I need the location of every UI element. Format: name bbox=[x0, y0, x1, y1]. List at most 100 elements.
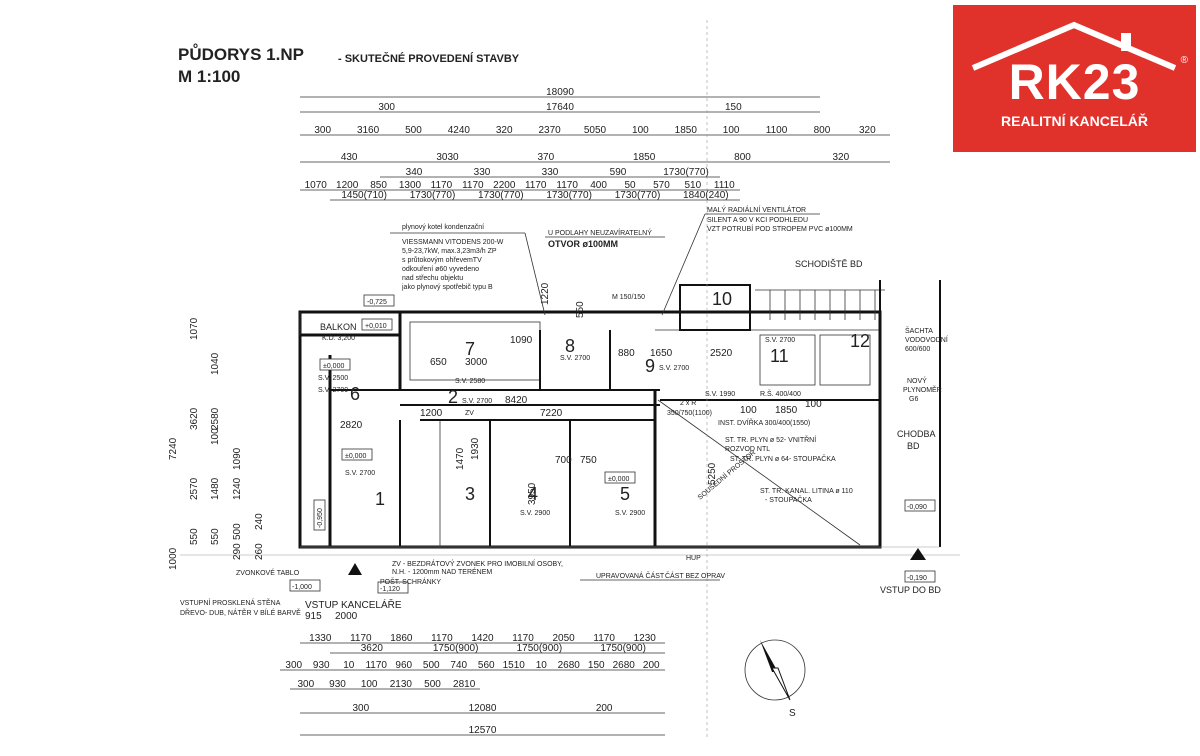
svg-text:2 x R: 2 x R bbox=[680, 400, 696, 407]
svg-text:POŠT. SCHRÁNKY: POŠT. SCHRÁNKY bbox=[380, 577, 441, 586]
dimension-value: 290 bbox=[232, 543, 243, 560]
dimension-value: 2200 bbox=[493, 180, 516, 191]
svg-text:880: 880 bbox=[618, 348, 635, 359]
dimension-value: 930 bbox=[313, 660, 330, 671]
dimension-value: 1750(900) bbox=[517, 643, 563, 654]
dimension-value: 300 bbox=[378, 102, 395, 113]
dimension-value: 560 bbox=[478, 660, 495, 671]
dimension-value: 1230 bbox=[634, 633, 657, 644]
svg-text:BALKON: BALKON bbox=[320, 322, 357, 332]
svg-text:ST. TR. PLYN ø 64- STOUPAČKA: ST. TR. PLYN ø 64- STOUPAČKA bbox=[730, 454, 836, 463]
registered-mark: ® bbox=[1180, 55, 1188, 66]
svg-text:700: 700 bbox=[555, 455, 572, 466]
room-number: 9 bbox=[645, 356, 655, 376]
room-number: 12 bbox=[850, 331, 870, 351]
dimension-value: 1170 bbox=[462, 180, 484, 191]
svg-text:1470: 1470 bbox=[455, 447, 466, 470]
dimension-value: 500 bbox=[405, 125, 422, 136]
dimension-value: 1170 bbox=[365, 660, 387, 671]
svg-text:s průtokovým ohřevemTV: s průtokovým ohřevemTV bbox=[402, 256, 482, 264]
svg-text:-0,950: -0,950 bbox=[317, 508, 324, 528]
dimension-value: 10 bbox=[343, 660, 355, 671]
room-height: S.V. 2700 bbox=[560, 355, 590, 362]
entry-bd-arrow-icon bbox=[910, 548, 926, 560]
dimension-value: 3620 bbox=[361, 643, 384, 654]
dimension-value: 370 bbox=[537, 152, 554, 163]
dimension-value: 150 bbox=[588, 660, 605, 671]
dimension-value: 200 bbox=[643, 660, 660, 671]
room-number: 7 bbox=[465, 339, 475, 359]
svg-text:N.H. - 1200mm NAD TERÉNEM: N.H. - 1200mm NAD TERÉNEM bbox=[392, 567, 492, 576]
dimension-value: 2580 bbox=[210, 407, 221, 430]
svg-text:VZT POTRUBÍ POD STROPEM PVC ø1: VZT POTRUBÍ POD STROPEM PVC ø100MM bbox=[707, 224, 853, 233]
svg-text:2820: 2820 bbox=[340, 420, 363, 431]
svg-text:nad střechu objektu: nad střechu objektu bbox=[402, 275, 463, 282]
dimension-value: 12570 bbox=[469, 725, 497, 736]
svg-text:UPRAVOVANÁ ČÁST: UPRAVOVANÁ ČÁST bbox=[596, 571, 665, 580]
dimension-value: 570 bbox=[653, 180, 670, 191]
dimension-value: 1480 bbox=[210, 477, 221, 500]
room-height: S.V. 2700 bbox=[345, 470, 375, 477]
compass-icon: S bbox=[744, 639, 806, 719]
dimension-value: 1420 bbox=[471, 633, 494, 644]
annotations: plynový kotel kondenzační VIESSMANN VITO… bbox=[180, 205, 948, 622]
dimension-value: 100 bbox=[632, 125, 649, 136]
room-height: S.V. 2700 bbox=[318, 387, 348, 394]
room-labels: 1 S.V. 2700 2 S.V. 2700 3 4 S.V. 2900 5 … bbox=[318, 289, 870, 517]
svg-text:ZVONKOVÉ TABLO: ZVONKOVÉ TABLO bbox=[236, 568, 300, 577]
svg-text:K.D. 3,200: K.D. 3,200 bbox=[322, 335, 355, 342]
dimension-value: 800 bbox=[814, 125, 831, 136]
dimension-value: 1750(900) bbox=[600, 643, 646, 654]
dimension-value: 12080 bbox=[469, 703, 497, 714]
room-height: S.V. 2900 bbox=[520, 510, 550, 517]
svg-text:odkouření ø60 vyvedeno: odkouření ø60 vyvedeno bbox=[402, 266, 479, 273]
svg-text:1200: 1200 bbox=[420, 408, 443, 419]
logo-brand: RK23 bbox=[1008, 54, 1141, 110]
dimension-value: 1300 bbox=[399, 180, 422, 191]
dimension-value: 1170 bbox=[593, 633, 615, 644]
room-number: 1 bbox=[375, 489, 385, 509]
dimension-value: 1200 bbox=[336, 180, 359, 191]
room-number: 4 bbox=[528, 484, 538, 504]
dimension-value: 500 bbox=[232, 523, 243, 540]
dimension-value: 5050 bbox=[584, 125, 607, 136]
svg-text:8420: 8420 bbox=[505, 395, 528, 406]
dimension-value: 17640 bbox=[546, 102, 574, 113]
svg-text:100: 100 bbox=[805, 399, 822, 410]
svg-text:1220: 1220 bbox=[540, 282, 551, 305]
dimension-value: 1090 bbox=[232, 447, 243, 470]
svg-text:3950: 3950 bbox=[527, 482, 538, 505]
svg-text:5250: 5250 bbox=[707, 462, 718, 485]
dimension-value: 7240 bbox=[168, 437, 179, 460]
dimension-value: 1850 bbox=[675, 125, 698, 136]
svg-text:350/750(1100): 350/750(1100) bbox=[667, 410, 712, 417]
dimension-value: 150 bbox=[725, 102, 742, 113]
svg-text:±0,000: ±0,000 bbox=[345, 453, 366, 460]
plan-subtitle: - SKUTEČNÉ PROVEDENÍ STAVBY bbox=[338, 52, 520, 65]
svg-text:BD: BD bbox=[907, 441, 920, 451]
room-number: 5 bbox=[620, 484, 630, 504]
svg-text:R.Š. 400/400: R.Š. 400/400 bbox=[760, 389, 801, 398]
stairs-hatch bbox=[769, 290, 876, 320]
room-number: 2 bbox=[448, 387, 458, 407]
dimension-value: 3160 bbox=[357, 125, 380, 136]
svg-text:-1,000: -1,000 bbox=[292, 584, 312, 591]
svg-text:NOVÝ: NOVÝ bbox=[907, 376, 927, 385]
svg-text:HUP: HUP bbox=[686, 555, 701, 562]
dimension-value: 18090 bbox=[546, 87, 574, 98]
dimension-value: 1730(770) bbox=[663, 167, 709, 178]
svg-text:2000: 2000 bbox=[335, 611, 358, 622]
dimension-value: 1510 bbox=[503, 660, 526, 671]
dimension-value: 1450(710) bbox=[341, 190, 387, 201]
svg-text:M 150/150: M 150/150 bbox=[612, 294, 645, 301]
dimension-value: 1840(240) bbox=[683, 190, 729, 201]
svg-text:ZV: ZV bbox=[465, 410, 474, 417]
dimension-value: 2130 bbox=[390, 679, 413, 690]
dimension-value: 590 bbox=[610, 167, 627, 178]
plan-scale: M 1:100 bbox=[178, 67, 240, 86]
dimension-value: 510 bbox=[685, 180, 702, 191]
dimension-value: 10 bbox=[536, 660, 548, 671]
room-number: 11 bbox=[770, 346, 789, 366]
svg-text:ZV - BEZDRÁTOVÝ ZVONEK PRO IMO: ZV - BEZDRÁTOVÝ ZVONEK PRO IMOBILNÍ OSOB… bbox=[392, 559, 563, 568]
